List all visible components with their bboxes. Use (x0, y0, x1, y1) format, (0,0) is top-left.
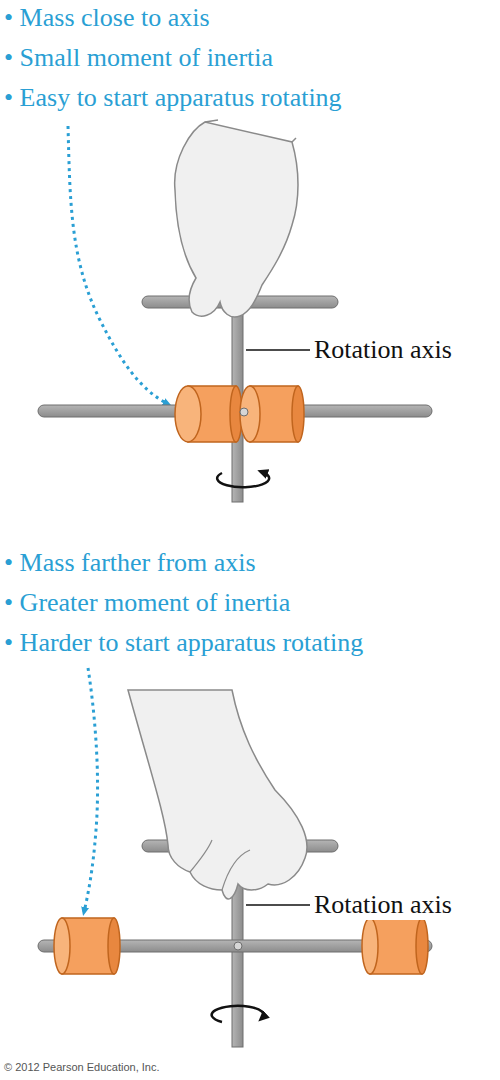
apparatus-bottom (38, 668, 432, 1047)
apparatus-top (38, 120, 432, 502)
mass-cylinder (362, 918, 428, 974)
copyright-note: © 2012 Pearson Education, Inc. (4, 1061, 159, 1074)
pointer-arrow (84, 668, 98, 912)
rotation-arrow (212, 1006, 264, 1022)
axis-label: Rotation axis (312, 890, 454, 920)
bullet-text: • Small moment of inertia (4, 43, 273, 73)
hand (128, 690, 307, 899)
hand (175, 122, 298, 317)
bullet-text: • Easy to start apparatus rotating (4, 83, 342, 113)
bullet-text: • Mass close to axis (4, 3, 210, 33)
leader-line (246, 349, 310, 351)
axis-label: Rotation axis (312, 335, 454, 365)
rotation-arrow (217, 472, 269, 487)
bullet-text: • Greater moment of inertia (4, 588, 290, 618)
bullet-text: • Mass farther from axis (4, 548, 256, 578)
mass-cylinder (54, 918, 120, 974)
bullet-text: • Harder to start apparatus rotating (4, 628, 363, 658)
mass-cylinder (175, 386, 242, 442)
leader-line (246, 904, 310, 906)
mass-cylinder (240, 386, 304, 442)
pointer-arrow (68, 126, 168, 404)
